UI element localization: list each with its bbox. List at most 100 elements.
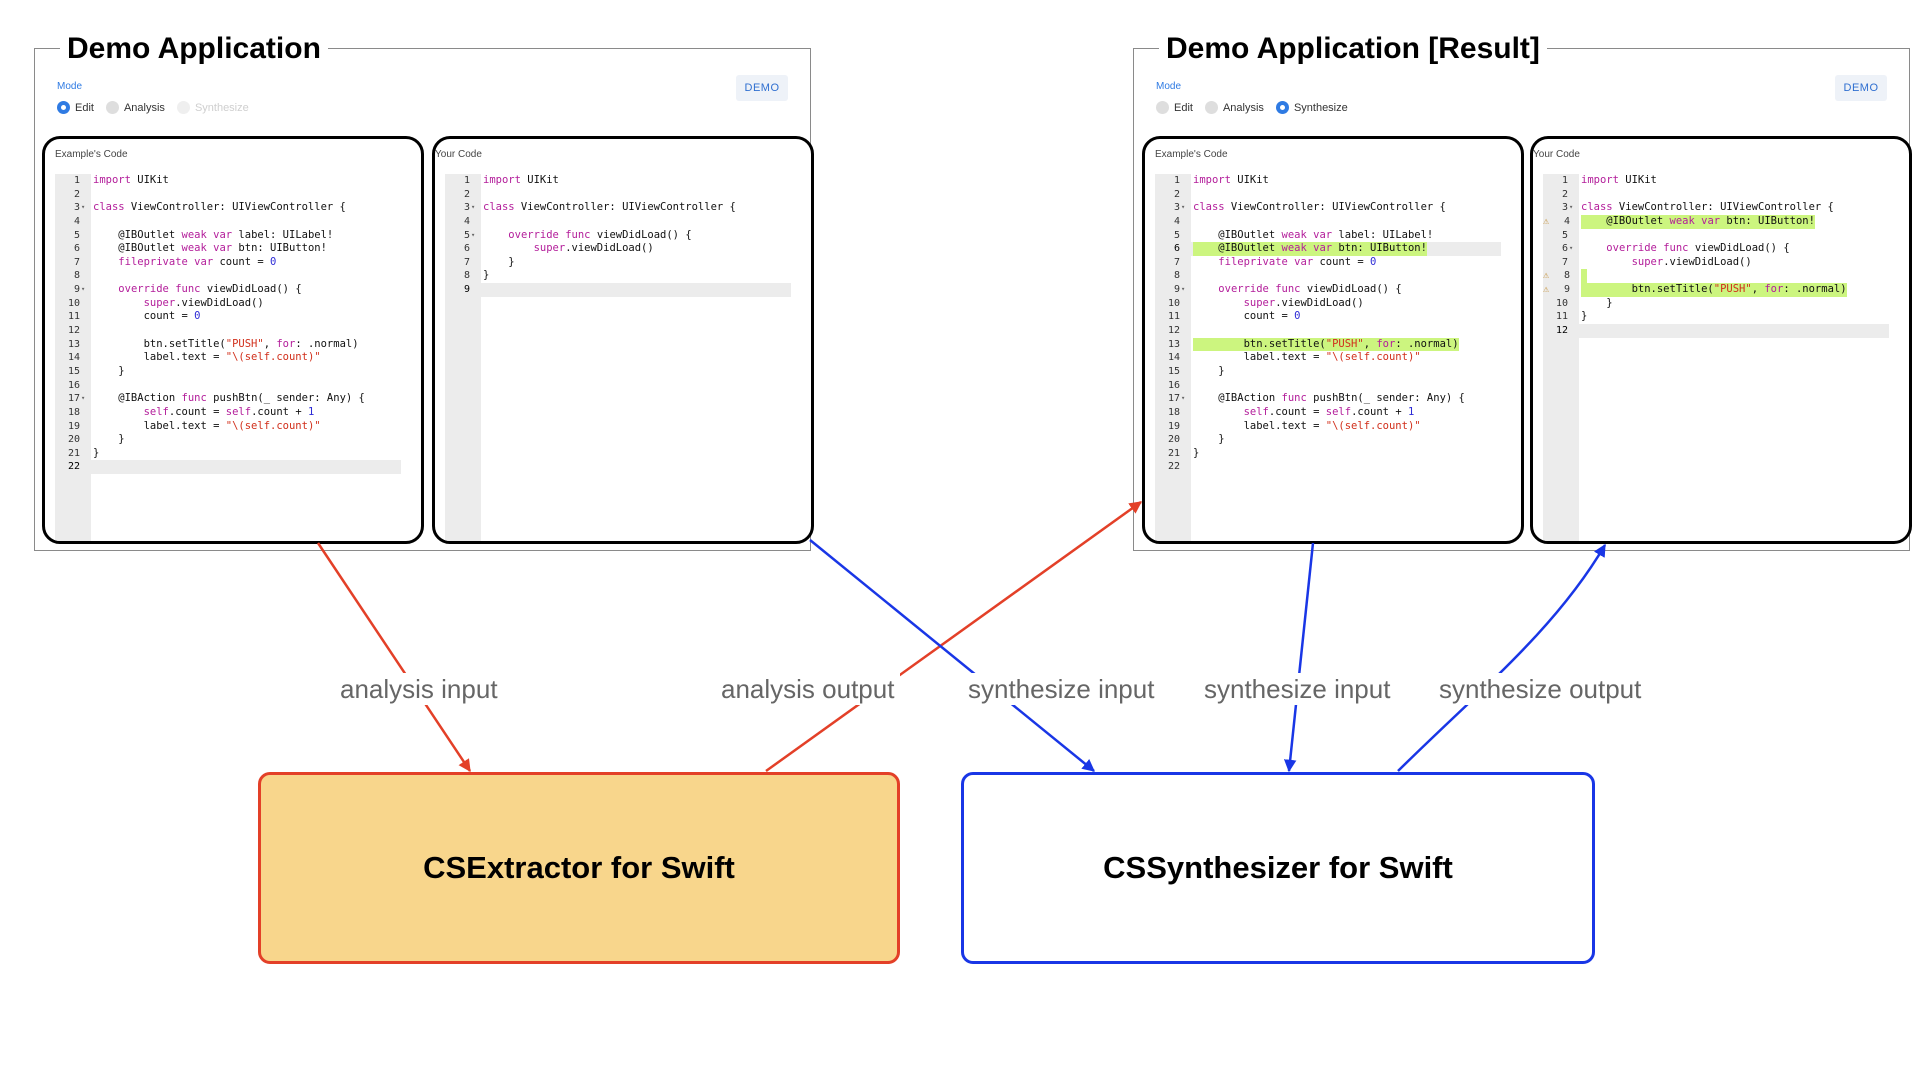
code-line[interactable]: 12 xyxy=(1155,324,1501,338)
code-line[interactable]: 11 count = 0 xyxy=(55,310,401,324)
code-line[interactable]: 13 btn.setTitle("PUSH", for: .normal) xyxy=(1155,337,1501,352)
code-line[interactable]: 17▾ @IBAction func pushBtn(_ sender: Any… xyxy=(1155,392,1501,406)
line-number: 5 xyxy=(463,229,470,241)
code-line[interactable]: 11 count = 0 xyxy=(1155,310,1501,324)
code-line[interactable]: 10 super.viewDidLoad() xyxy=(55,297,401,311)
code-text: super.viewDidLoad() xyxy=(533,242,654,255)
code-line[interactable]: 6 @IBOutlet weak var btn: UIButton! xyxy=(55,242,401,256)
code-line[interactable]: 8 xyxy=(55,269,401,283)
code-line[interactable]: 8} xyxy=(445,269,791,283)
mode-radio-edit[interactable]: Edit xyxy=(1156,101,1193,114)
code-line[interactable]: 21} xyxy=(1155,447,1501,461)
code-line[interactable]: 18 self.count = self.count + 1 xyxy=(55,406,401,420)
code-line[interactable]: 14 label.text = "\(self.count)" xyxy=(1155,351,1501,365)
code-line[interactable]: 2 xyxy=(1155,188,1501,202)
line-number: 3 xyxy=(1561,202,1568,214)
code-line[interactable]: 17▾ @IBAction func pushBtn(_ sender: Any… xyxy=(55,392,401,406)
editor-label: Example's Code xyxy=(55,149,128,160)
code-line[interactable]: 7 } xyxy=(445,256,791,270)
code-line[interactable]: 5▾ override func viewDidLoad() { xyxy=(445,229,791,243)
code-line[interactable]: 9▾ override func viewDidLoad() { xyxy=(1155,283,1501,297)
code-line[interactable]: 7 fileprivate var count = 0 xyxy=(55,256,401,270)
code-line[interactable]: 12 xyxy=(1543,324,1889,338)
box-label: CSExtractor for Swift xyxy=(423,850,735,885)
code-line[interactable]: 8 xyxy=(1155,269,1501,283)
demo-button[interactable]: DEMO xyxy=(1835,75,1887,101)
code-line[interactable]: 22 xyxy=(55,460,401,475)
fold-toggle-icon[interactable]: ▾ xyxy=(1181,394,1186,403)
fold-toggle-icon[interactable]: ▾ xyxy=(81,394,86,403)
code-text: override func viewDidLoad() { xyxy=(1606,242,1790,255)
fold-toggle-icon[interactable]: ▾ xyxy=(1569,244,1574,253)
fold-toggle-icon[interactable]: ▾ xyxy=(471,230,476,239)
code-line[interactable]: 2 xyxy=(55,188,401,202)
code-line[interactable]: 4 xyxy=(445,215,791,229)
fold-toggle-icon[interactable]: ▾ xyxy=(471,203,476,212)
code-line[interactable]: 5 xyxy=(1543,229,1889,243)
code-line[interactable]: 5 @IBOutlet weak var label: UILabel! xyxy=(55,229,401,243)
code-line[interactable]: 22 xyxy=(1155,460,1501,474)
code-line[interactable]: 9⚠ btn.setTitle("PUSH", for: .normal) xyxy=(1543,283,1889,297)
code-line[interactable]: 3▾class ViewController: UIViewController… xyxy=(55,201,401,215)
code-line[interactable]: 6 @IBOutlet weak var btn: UIButton! xyxy=(1155,242,1501,256)
code-line[interactable]: 20 } xyxy=(1155,433,1501,447)
code-line[interactable]: 4 xyxy=(55,215,401,229)
code-line[interactable]: 6▾ override func viewDidLoad() { xyxy=(1543,242,1889,256)
code-text: } xyxy=(1193,433,1225,446)
code-line[interactable]: 16 xyxy=(1155,379,1501,393)
fold-toggle-icon[interactable]: ▾ xyxy=(1181,285,1186,294)
code-line[interactable]: 8⚠ xyxy=(1543,269,1889,284)
fold-toggle-icon[interactable]: ▾ xyxy=(81,285,86,294)
mode-radio-edit[interactable]: Edit xyxy=(57,101,94,114)
fold-toggle-icon[interactable]: ▾ xyxy=(1181,203,1186,212)
code-line[interactable]: 2 xyxy=(445,188,791,202)
code-line[interactable]: 16 xyxy=(55,379,401,393)
code-line[interactable]: 19 label.text = "\(self.count)" xyxy=(55,420,401,434)
code-line[interactable]: 9 xyxy=(445,283,791,297)
code-line[interactable]: 4⚠ @IBOutlet weak var btn: UIButton! xyxy=(1543,214,1889,229)
code-line[interactable]: 18 self.count = self.count + 1 xyxy=(1155,406,1501,420)
mode-radio-synthesize[interactable]: Synthesize xyxy=(1275,101,1348,114)
code-line[interactable]: 6 super.viewDidLoad() xyxy=(445,242,791,256)
code-line[interactable]: 4 xyxy=(1155,215,1501,229)
code-line[interactable]: 3▾class ViewController: UIViewController… xyxy=(1543,201,1889,215)
fold-toggle-icon[interactable]: ▾ xyxy=(1569,203,1574,212)
code-line[interactable]: 5 @IBOutlet weak var label: UILabel! xyxy=(1155,229,1501,243)
fold-toggle-icon[interactable]: ▾ xyxy=(81,203,86,212)
code-line[interactable]: 15 } xyxy=(55,365,401,379)
code-line[interactable]: 13 btn.setTitle("PUSH", for: .normal) xyxy=(55,338,401,352)
mode-radio-analysis[interactable]: Analysis xyxy=(105,101,165,114)
code-text: @IBAction func pushBtn(_ sender: Any) { xyxy=(1193,392,1465,405)
code-line[interactable]: 14 label.text = "\(self.count)" xyxy=(55,351,401,365)
mode-radio-analysis[interactable]: Analysis xyxy=(1204,101,1264,114)
code-line[interactable]: 10 } xyxy=(1543,297,1889,311)
code-line[interactable]: 21} xyxy=(55,447,401,461)
code-line[interactable]: 19 label.text = "\(self.count)" xyxy=(1155,420,1501,434)
code-line[interactable]: 11} xyxy=(1543,310,1889,324)
code-line[interactable]: 9▾ override func viewDidLoad() { xyxy=(55,283,401,297)
code-line[interactable]: 3▾class ViewController: UIViewController… xyxy=(1155,201,1501,215)
code-line[interactable]: 15 } xyxy=(1155,365,1501,379)
code-text: label.text = "\(self.count)" xyxy=(1193,351,1421,364)
code-line[interactable]: 12 xyxy=(55,324,401,338)
code-line[interactable]: 10 super.viewDidLoad() xyxy=(1155,297,1501,311)
code-line[interactable]: 7 fileprivate var count = 0 xyxy=(1155,256,1501,270)
code-line[interactable]: 3▾class ViewController: UIViewController… xyxy=(445,201,791,215)
code-line[interactable]: 7 super.viewDidLoad() xyxy=(1543,256,1889,270)
code-line[interactable]: 2 xyxy=(1543,188,1889,202)
demo-button[interactable]: DEMO xyxy=(736,75,788,101)
label-analysis-output: analysis output xyxy=(715,673,901,705)
code-line[interactable]: 20 } xyxy=(55,433,401,447)
